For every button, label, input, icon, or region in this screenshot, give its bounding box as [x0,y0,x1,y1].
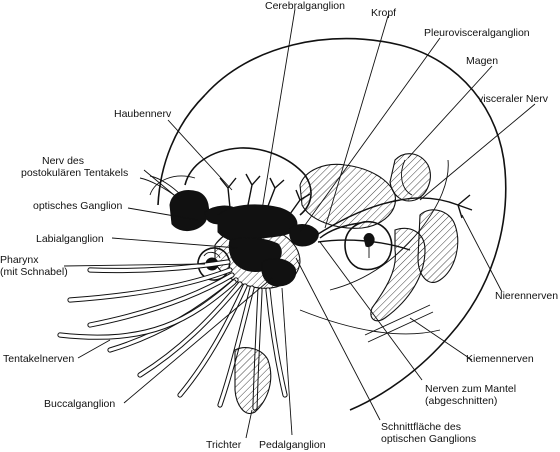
label-abgeschnitten: (abgeschnitten) [425,395,497,407]
visceral-chamber [344,220,393,271]
label-nierennerven: Nierennerven [495,290,558,302]
label-cerebralganglion: Cerebralganglion [265,0,345,12]
label-schnittflaeche-des: Schnittfläche des [381,421,461,433]
label-postokularen-tentakels: postokulären Tentakels [21,167,128,179]
label-magen: Magen [466,55,498,67]
central-ganglion-mass [217,204,319,287]
label-optisches-ganglion: optisches Ganglion [33,200,122,212]
label-tentakelnerven: Tentakelnerven [3,353,74,365]
label-kiemennerven: Kiemennerven [466,353,534,365]
label-buccalganglion: Buccalganglion [44,398,115,410]
stomach [389,153,431,202]
label-haubennerv: Haubennerv [114,108,172,120]
kidney-tube [370,227,426,322]
label-visceraler-nerv: visceraler Nerv [478,93,549,105]
label-mit-schnabel: (mit Schnabel) [0,266,68,278]
funnel [234,347,272,414]
label-optischen-ganglions: optischen Ganglions [381,433,476,445]
label-pharynx: Pharynx [0,254,39,266]
gill-region [417,209,459,283]
label-pedalganglion: Pedalganglion [259,439,326,451]
hood-nerves [219,173,311,215]
label-nerven-zum-mantel: Nerven zum Mantel [425,383,516,395]
crop [299,163,396,229]
label-kropf: Kropf [371,7,396,19]
tentacles [57,259,288,411]
label-trichter: Trichter [206,439,242,451]
label-pleurovisceralganglion: Pleurovisceralganglion [424,27,530,39]
label-nerv-des: Nerv des [42,155,84,167]
visceral-nerves [314,194,473,251]
label-labialganglion: Labialganglion [36,233,104,245]
leader-lines [63,8,536,439]
